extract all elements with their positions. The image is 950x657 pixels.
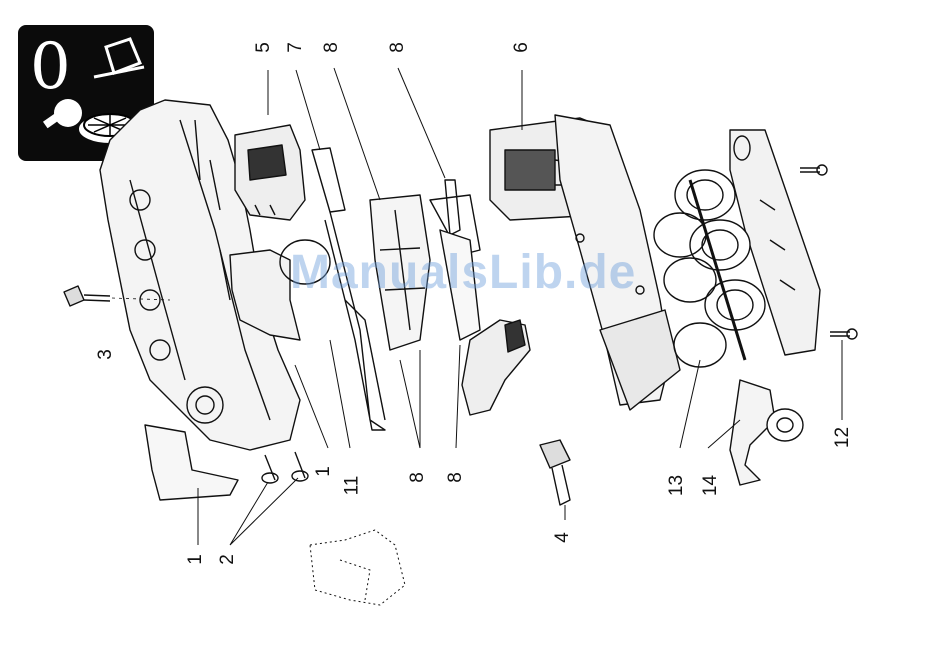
callout-2: 2 <box>218 554 237 565</box>
callout-3: 3 <box>96 349 115 360</box>
callout-6: 6 <box>512 42 531 53</box>
callout-1-mid: 1 <box>314 466 333 477</box>
callout-12: 12 <box>833 427 852 448</box>
callout-8-bottom-b: 8 <box>446 472 465 483</box>
pony-truck-part <box>730 380 803 485</box>
callout-8-top-b: 8 <box>388 42 407 53</box>
callout-7: 7 <box>286 42 305 53</box>
light-housing-part <box>235 125 305 220</box>
callout-8-bottom-a: 8 <box>408 472 427 483</box>
callout-13: 13 <box>667 475 686 496</box>
callout-4: 4 <box>553 532 572 543</box>
callout-5: 5 <box>254 42 273 53</box>
callout-8-top-a: 8 <box>322 42 341 53</box>
watermark-text: ManualsLib.de <box>290 245 636 300</box>
pin-parts <box>262 452 308 483</box>
ghost-coupler-part <box>310 530 405 605</box>
brush-holder-part <box>540 440 570 505</box>
callout-14: 14 <box>701 475 720 496</box>
callout-1-left: 1 <box>186 554 205 565</box>
callout-11: 11 <box>342 476 361 496</box>
